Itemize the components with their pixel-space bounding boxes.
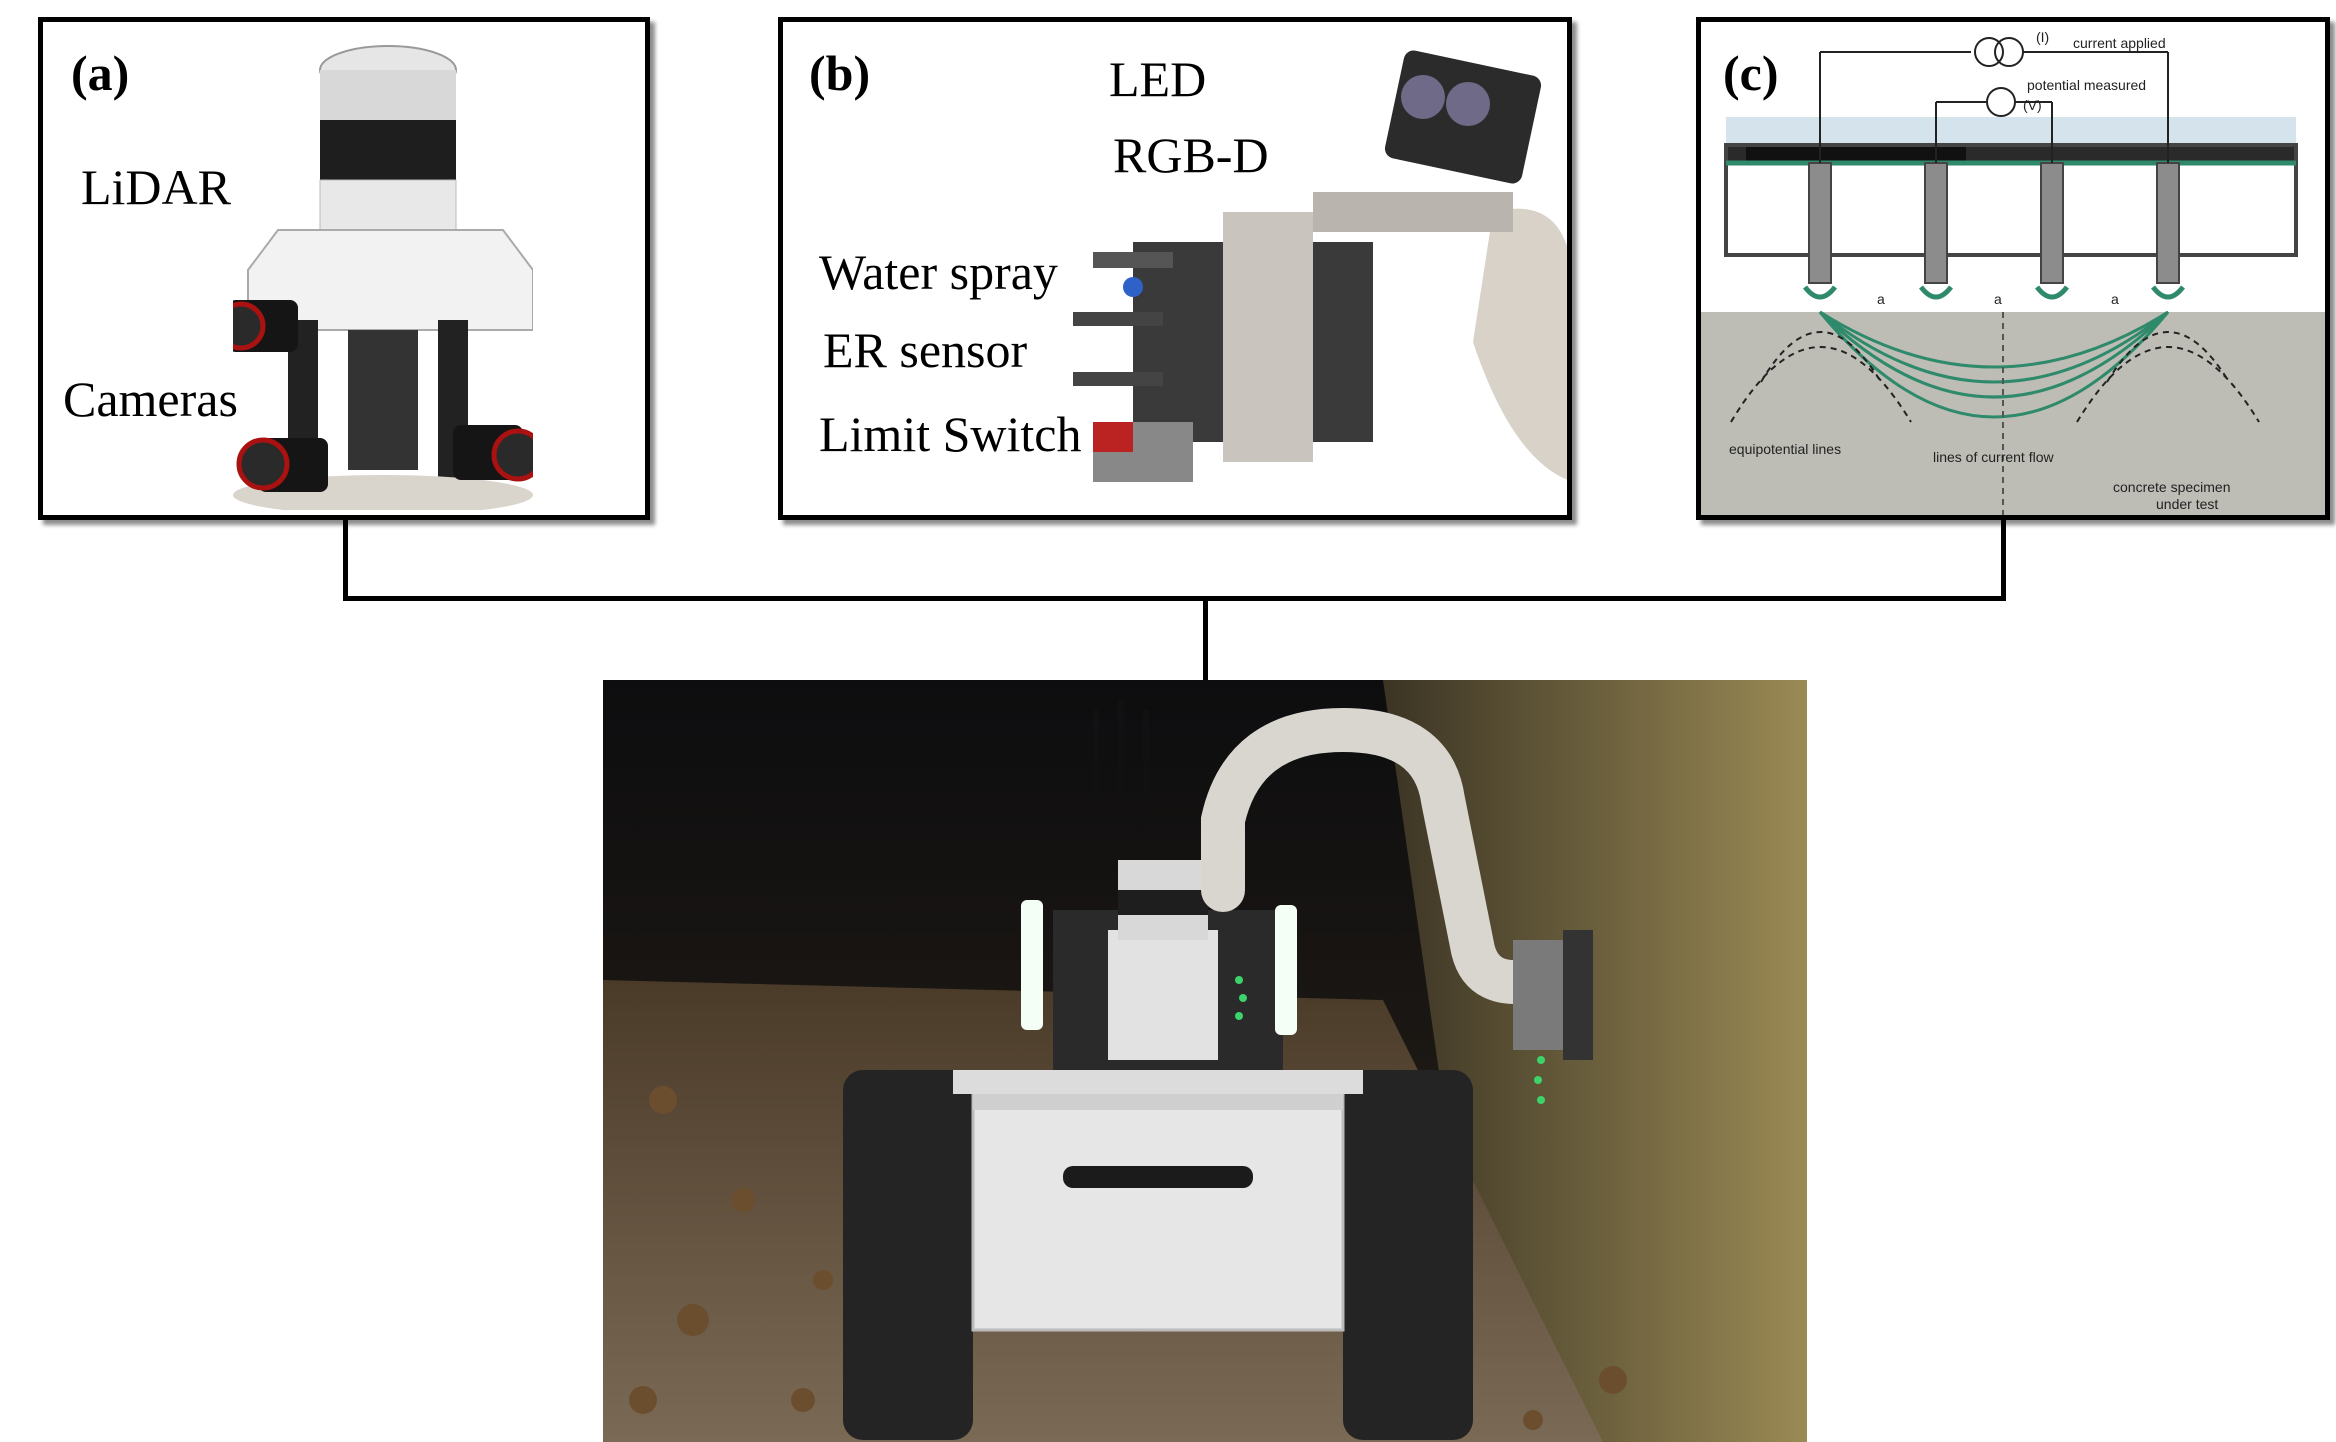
voltage-v-text: (V)	[2023, 97, 2042, 113]
spacing-a-1: a	[1877, 291, 1885, 307]
robot-in-culvert-image	[603, 680, 1807, 1442]
led-label: LED	[1109, 51, 1207, 107]
panel-c-wenner-probe-diagram: (I) current applied potential measured (…	[1696, 17, 2330, 520]
potential-measured-text: potential measured	[2027, 77, 2146, 93]
panel-c-tag: (c)	[1723, 45, 1779, 101]
spacing-a-3: a	[2111, 291, 2119, 307]
cameras-label: Cameras	[63, 371, 238, 427]
concrete-specimen-text: concrete specimen	[2113, 479, 2231, 495]
connector-c-drop	[2001, 520, 2006, 600]
panel-b-tag: (b)	[809, 45, 871, 101]
panel-b-end-effector: (b) LED RGB-D Water spray ER sensor Limi…	[778, 17, 1572, 520]
er-sensor-label: ER sensor	[823, 322, 1028, 378]
connector-center-drop	[1203, 596, 1208, 680]
rgbd-label: RGB-D	[1113, 127, 1269, 183]
under-test-text: under test	[2156, 496, 2218, 512]
wenner-probe-diagram: (I) current applied potential measured (…	[1701, 29, 2325, 515]
lidar-label: LiDAR	[81, 159, 231, 215]
lines-of-current-flow-text: lines of current flow	[1933, 449, 2054, 465]
connector-horizontal	[343, 596, 2006, 601]
limit-switch-label: Limit Switch	[819, 406, 1082, 462]
panel-a-tag: (a)	[71, 45, 130, 101]
current-i-text: (I)	[2036, 29, 2049, 45]
panel-a-lidar-camera-module: (a) LiDAR Cameras	[38, 17, 650, 520]
end-effector-image	[1073, 50, 1567, 482]
lidar-camera-module-image	[233, 45, 533, 510]
connector-a-drop	[343, 520, 348, 600]
current-applied-text: current applied	[2073, 35, 2166, 51]
water-spray-label: Water spray	[819, 244, 1058, 300]
equipotential-lines-text: equipotential lines	[1729, 441, 1841, 457]
spacing-a-2: a	[1994, 291, 2002, 307]
robot-field-photo	[603, 680, 1807, 1442]
